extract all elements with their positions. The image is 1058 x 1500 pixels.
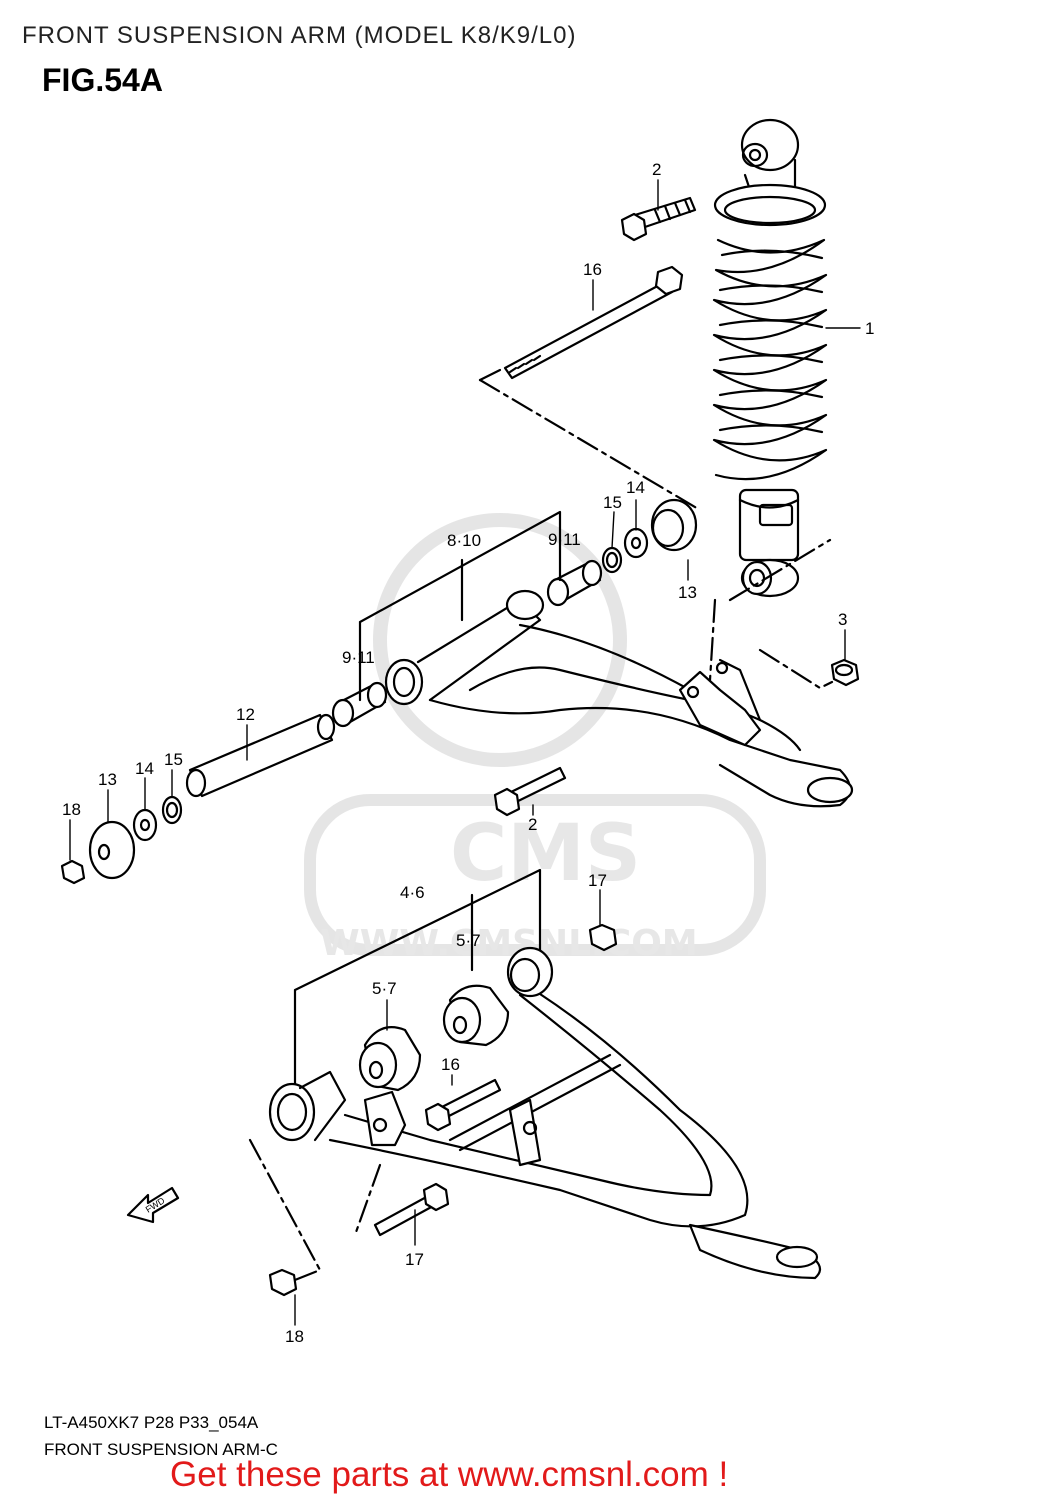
callout-18-lower: 18 [285,1327,304,1346]
callout-1: 1 [865,319,874,338]
callout-14-left: 14 [135,759,154,778]
long-bolt-16 [503,265,684,380]
callout-15-left: 15 [164,750,183,769]
bushing-set-left [60,795,183,885]
shock-absorber [712,118,828,598]
callout-15-top: 15 [603,493,622,512]
nut-17 [588,923,618,952]
pivot-pin-12 [185,713,336,798]
bolt-lower [493,766,567,817]
shop-link-banner[interactable]: Get these parts at www.cmsnl.com ! [170,1455,729,1494]
callout-17-top: 17 [588,871,607,890]
callout-8-10: 8·10 [447,531,481,550]
callout-9-11-top: 9·11 [548,530,581,549]
callout-5-7-right: 5·7 [456,931,481,950]
nut-18-lower [268,1268,298,1297]
callout-4-6: 4·6 [400,883,425,902]
page-title: FRONT SUSPENSION ARM (MODEL K8/K9/L0) [22,22,577,49]
callout-14-top: 14 [626,478,645,497]
lower-arm [268,946,822,1280]
diagram-caption: FRONT SUSPENSION ARM-C [44,1440,278,1459]
callout-13-left: 13 [98,770,117,789]
bolt-17-lower [373,1182,450,1237]
callout-9-11-left: 9·11 [342,648,375,667]
callout-2-lower: 2 [528,815,537,834]
callout-2-top: 2 [652,160,661,179]
callout-13-top: 13 [678,583,697,602]
callout-3: 3 [838,610,847,629]
watermark-url: WWW.CMSNL.COM [320,923,698,964]
figure-label: FIG.54A [42,62,163,98]
callout-17-lower: 17 [405,1250,424,1269]
leader-lines [69,179,861,1326]
nut-3 [830,658,860,687]
callout-16-lower: 16 [441,1055,460,1074]
reference-code: LT-A450XK7 P28 P33_054A [44,1413,259,1432]
forward-arrow-icon [126,1186,180,1224]
lower-bushing-left [358,1026,422,1092]
callout-12: 12 [236,705,255,724]
callout-18-left: 18 [62,800,81,819]
sleeve-top [546,559,603,607]
watermark-brand: CMS [450,809,641,899]
callout-5-7-left: 5·7 [372,979,397,998]
sleeve-bottom [331,681,388,728]
bolt-top [620,196,697,242]
bushing-set-top [601,498,698,574]
bolt-16-lower [424,1078,502,1132]
lower-bushing-right [442,984,510,1047]
callout-16-top: 16 [583,260,602,279]
upper-arm [384,589,854,808]
